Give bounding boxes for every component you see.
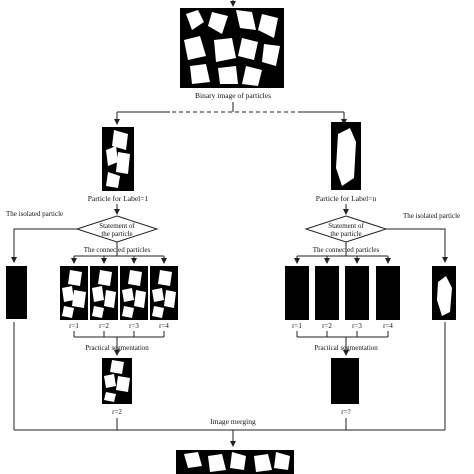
right-particle-label: Particle for Label=n xyxy=(316,194,377,203)
right-decision-text-2: the particle xyxy=(330,230,361,238)
left-r-label-4: r=4 xyxy=(159,322,169,330)
right-decision-text-1: Statement of xyxy=(328,222,364,230)
left-r-label-2: r=2 xyxy=(99,322,109,330)
merged-output-image xyxy=(176,450,294,474)
right-isolated-arrow xyxy=(386,228,448,263)
binary-image-label: Binary image of particles xyxy=(195,91,271,100)
right-r-label-4: r=4 xyxy=(383,322,393,330)
left-variant-r4 xyxy=(150,266,178,320)
right-variant-r4 xyxy=(376,266,400,320)
right-particle-image xyxy=(331,122,361,190)
right-isolated-particle xyxy=(432,266,456,320)
left-decision-text-2: the particle xyxy=(101,230,132,238)
right-isolated-label: The isolated particle xyxy=(403,212,460,220)
left-result-label: r=2 xyxy=(112,408,122,416)
left-result-image xyxy=(102,358,132,404)
binary-image-top xyxy=(180,8,284,88)
left-isolated-particle xyxy=(6,266,27,319)
right-r-label-2: r=2 xyxy=(322,322,332,330)
right-r-label-3: r=3 xyxy=(352,322,362,330)
right-variant-r3 xyxy=(345,266,369,320)
left-variant-r1 xyxy=(60,266,88,320)
left-particle-image xyxy=(102,127,134,191)
merge-label: Image merging xyxy=(210,417,256,426)
left-decision-text-1: Statement of xyxy=(99,222,135,230)
right-result-image xyxy=(331,358,359,404)
left-particle-label: Particle for Label=1 xyxy=(88,194,149,203)
left-isolated-arrow xyxy=(11,228,77,263)
right-variant-r1 xyxy=(285,266,309,320)
right-r-label-1: r=1 xyxy=(292,322,302,330)
left-variant-r3 xyxy=(120,266,148,320)
left-r-label-1: r=1 xyxy=(69,322,79,330)
right-result-label: r=? xyxy=(341,408,350,416)
left-r-label-3: r=3 xyxy=(129,322,139,330)
left-isolated-label: The isolated particle xyxy=(6,210,63,218)
left-variant-r2 xyxy=(90,266,118,320)
right-variant-r2 xyxy=(315,266,339,320)
